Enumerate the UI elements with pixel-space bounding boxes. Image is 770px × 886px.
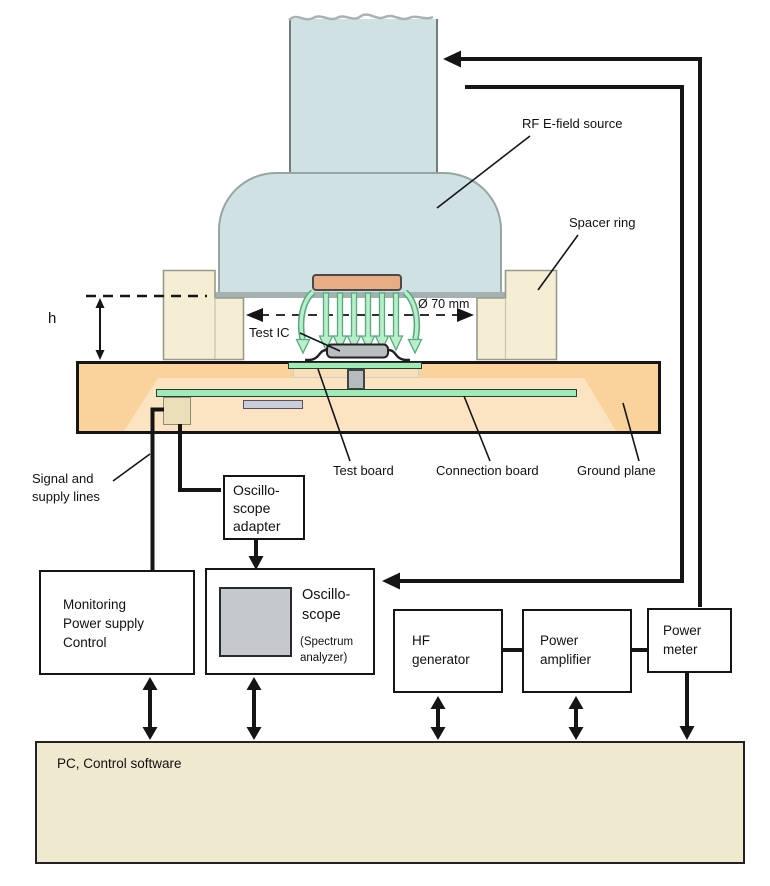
connection-board-bar [156, 389, 577, 397]
adapter-box-line2: scope [233, 500, 271, 516]
label-height-h: h [48, 310, 57, 327]
efield-arrows-curved [295, 289, 423, 355]
pc-bus-arrows [142, 677, 584, 740]
power-meter-line2: meter [663, 642, 698, 657]
label-ground-plane: Ground plane [577, 463, 656, 478]
monitoring-box-line3: Control [63, 635, 107, 650]
oscilloscope-screen [219, 587, 292, 657]
label-connection-board: Connection board [436, 463, 539, 478]
power-amplifier-box: Power amplifier [522, 609, 632, 693]
field-electrode-plate [312, 274, 402, 291]
monitoring-box-line2: Power supply [63, 616, 145, 631]
board-interconnect-block [347, 369, 365, 390]
monitoring-power-supply-box: Monitoring Power supply Control [39, 570, 195, 675]
pointer-signal-supply [112, 453, 151, 482]
label-signal-supply-line1: Signal and [32, 471, 94, 486]
oscilloscope-sub1: (Spectrum [300, 636, 354, 648]
rf-feed-outer [459, 57, 702, 607]
oscilloscope-box: Oscillo- scope (Spectrum analyzer) [205, 568, 375, 675]
diameter-arrowhead-left [246, 308, 263, 322]
meter-arrowhead [679, 726, 695, 740]
label-diameter: Ø 70 mm [418, 297, 470, 311]
monitoring-box-line1: Monitoring [63, 597, 127, 612]
oscilloscope-adapter-box: Oscillo- scope adapter [223, 475, 305, 540]
hf-generator-line2: generator [412, 652, 470, 667]
test-board-bar [288, 362, 422, 369]
power-amplifier-line1: Power [540, 633, 579, 648]
test-ic-chip [305, 343, 410, 362]
connector-component-bar [243, 400, 303, 409]
adapter-box-line1: Oscillo- [233, 482, 280, 498]
efield-arrows [318, 292, 404, 352]
power-meter-box: Power meter [647, 608, 732, 673]
hf-generator-line1: HF [412, 633, 430, 648]
label-test-ic: Test IC [249, 325, 290, 340]
oscilloscope-line2: scope [302, 607, 341, 623]
height-arrowhead-up [95, 298, 105, 308]
oscilloscope-line1: Oscillo- [302, 587, 351, 603]
cable-feedthrough-block [163, 397, 191, 425]
rf-feed-inner [397, 85, 684, 583]
pc-control-software-box: PC, Control software [35, 741, 745, 864]
power-meter-line1: Power [663, 623, 702, 638]
pc-box-label: PC, Control software [57, 756, 182, 771]
label-rf-source: RF E-field source [522, 116, 623, 131]
pointer-test-ic [299, 332, 341, 352]
power-amplifier-line2: amplifier [540, 652, 592, 667]
rf-source-waveguide [289, 19, 438, 174]
hf-generator-box: HF generator [393, 609, 503, 693]
rf-feed-inner-arrowhead [382, 572, 400, 590]
oscilloscope-sub2: analyzer) [300, 652, 348, 664]
label-spacer-ring: Spacer ring [569, 215, 636, 230]
rf-feed-outer-arrowhead [443, 50, 461, 68]
height-arrowhead-down [95, 350, 105, 360]
pointer-spacer-ring [537, 234, 579, 291]
ground-plane-cavity [124, 378, 616, 431]
label-test-board: Test board [333, 463, 394, 478]
label-signal-supply-line2: supply lines [32, 489, 100, 504]
adapter-box-line3: adapter [233, 518, 281, 534]
